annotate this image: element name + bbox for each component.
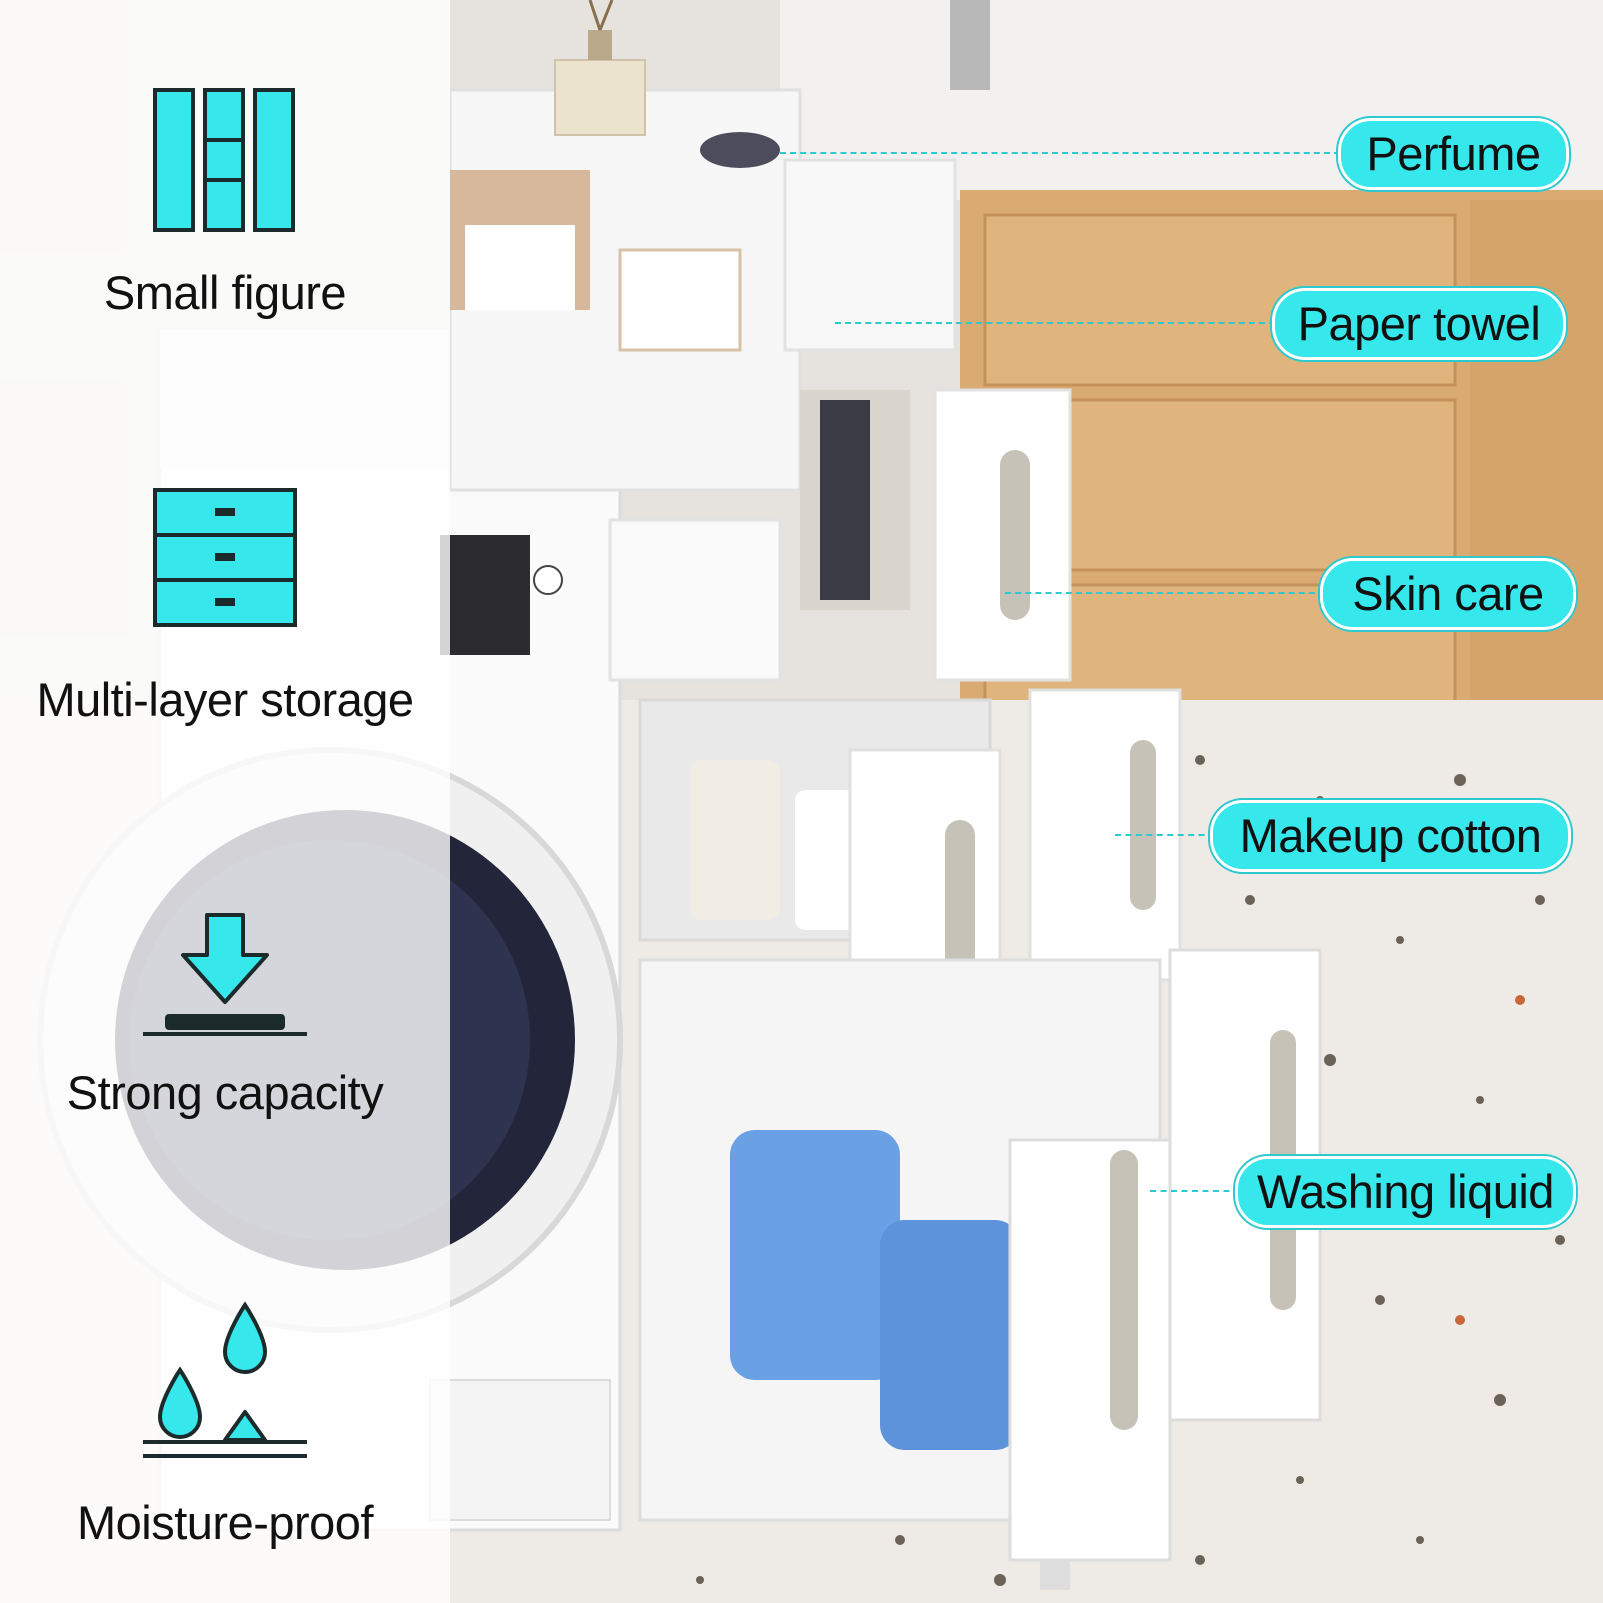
- feature-strong-capacity: Strong capacity: [0, 910, 450, 1130]
- callout-skin-care: Skin care: [1320, 558, 1576, 630]
- leader-line-washing-liquid: [1150, 1190, 1240, 1192]
- leader-line-paper-towel: [835, 322, 1275, 324]
- feature-label: Strong capacity: [66, 1066, 384, 1119]
- leader-line-makeup-cotton: [1115, 834, 1215, 836]
- callout-paper-towel: Paper towel: [1272, 288, 1566, 360]
- leader-line-perfume: [780, 152, 1340, 154]
- callout-perfume: Perfume: [1338, 118, 1569, 190]
- down-arrow-weight-icon: [143, 913, 307, 1036]
- feature-panel: [0, 0, 450, 1603]
- feature-moisture-proof: Moisture-proof: [0, 1300, 450, 1560]
- leader-line-skin-care: [1005, 592, 1325, 594]
- feature-label: Moisture-proof: [77, 1496, 374, 1549]
- compartment-icon: [153, 88, 295, 232]
- callout-makeup-cotton: Makeup cotton: [1210, 800, 1571, 872]
- feature-multi-layer-storage: Multi-layer storage: [0, 480, 450, 740]
- feature-small-figure: Small figure: [0, 70, 450, 330]
- feature-label: Small figure: [103, 266, 347, 319]
- feature-label: Multi-layer storage: [36, 673, 414, 726]
- callout-washing-liquid: Washing liquid: [1235, 1156, 1576, 1228]
- water-drops-icon: [143, 1301, 307, 1458]
- drawers-icon: [153, 488, 297, 627]
